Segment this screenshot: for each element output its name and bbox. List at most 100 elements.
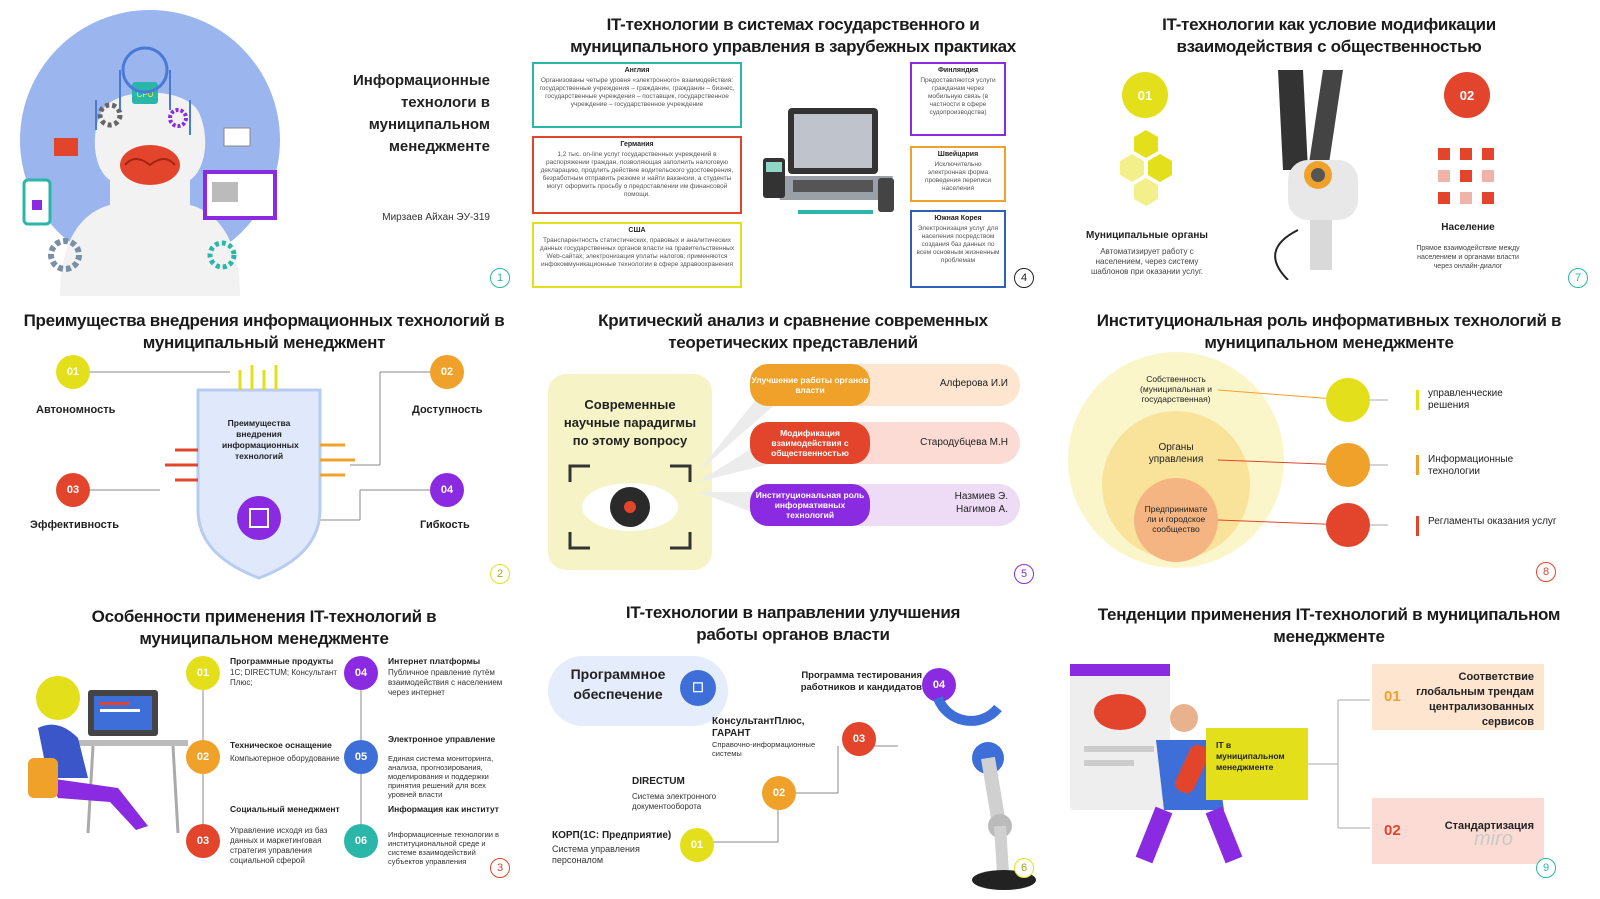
feature-01-circle: 01: [186, 656, 220, 690]
feature-6-text: Информационные технологии в институциона…: [388, 830, 500, 866]
robot-arm-icon: [933, 696, 1036, 890]
paradigm-label: Современные научные парадигмы по этому в…: [563, 397, 697, 448]
outer-circle-label: Собственность (муниципальная и государст…: [1140, 374, 1212, 404]
step-1-head: КОРП(1С: Предприятие): [552, 830, 672, 841]
advantage-accessibility: Доступность: [412, 404, 483, 416]
software-icon: ☐: [680, 670, 716, 706]
england-text: Организованы четыре уровня «электронного…: [539, 77, 735, 108]
feature-06-circle: 06: [344, 824, 378, 858]
shield-center-label: Преимущества внедрения информационных те…: [222, 418, 299, 461]
slide-1-title: Информационные технологи в муниципальном…: [352, 72, 490, 155]
municipal-heading: Муниципальные органы: [1086, 230, 1208, 241]
step-3-head: КонсультантПлюс, ГАРАНТ: [712, 716, 805, 739]
germany-box: Германия 1,2 тыс. on-line услуг государс…: [532, 136, 742, 214]
slide-1[interactable]: CPU Информационные технологи в муниципал…: [0, 0, 528, 296]
feature-3-head: Социальный менеджмент: [230, 804, 340, 814]
feature-2-text: Компьютерное оборудование: [230, 754, 340, 763]
advantage-02-circle: 02: [430, 355, 464, 389]
slide-number: 4: [1014, 268, 1034, 288]
usa-box: США Транспарентность статистических, пра…: [532, 222, 742, 288]
slide-9-title: Тенденции применения IT-технологий в мун…: [1097, 605, 1561, 646]
step-03-circle: 03: [842, 722, 876, 756]
advantage-efficiency: Эффективность: [30, 519, 119, 531]
trend-2-box: [1372, 798, 1544, 864]
inner-circle-label: Предпринимате ли и городское сообщество: [1144, 504, 1208, 534]
feature-4-head: Интернет платформы: [388, 656, 481, 666]
slide-8[interactable]: Институциональная роль информативных тех…: [1058, 300, 1600, 594]
step-01-circle: 01: [1122, 72, 1168, 118]
advantage-autonomy: Автономность: [36, 404, 116, 416]
step-02-circle: 02: [1444, 72, 1490, 118]
slide-2[interactable]: Преимущества внедрения информационных те…: [0, 300, 528, 594]
it-center-box: [1206, 728, 1308, 800]
author-1: Алферова И.И: [939, 378, 1008, 389]
slide-5[interactable]: Критический анализ и сравнение современн…: [528, 300, 1058, 594]
step-1-text: Система управления персоналом: [552, 844, 640, 865]
slide-number: 9: [1536, 858, 1556, 878]
feature-02-circle: 02: [186, 740, 220, 774]
korea-box: Южная Корея Электронизация услуг для нас…: [910, 210, 1006, 288]
feature-connector-lines: [202, 690, 362, 824]
feature-5-text: Единая система мониторинга, анализа, про…: [388, 754, 494, 799]
author-2: Стародубцева М.Н: [920, 437, 1008, 448]
paradigm-pill-2: Модификация взаимодействия с общественно…: [750, 422, 870, 464]
korea-head: Южная Корея: [934, 215, 982, 222]
trend-connector-lines: [1308, 699, 1370, 829]
step-02-circle: 02: [762, 776, 796, 810]
author-3: Назмиев Э. Нагимов А.: [954, 491, 1008, 515]
slide-3[interactable]: Особенности применения IT-технологий в м…: [0, 598, 528, 899]
germany-head: Германия: [620, 141, 654, 148]
england-head: Англия: [624, 67, 650, 74]
feature-4-text: Публичное правление путём взаимодействия…: [388, 668, 503, 697]
slide-4[interactable]: IT-технологии в системах государственног…: [528, 0, 1058, 296]
paradigm-panel: [548, 374, 712, 570]
slide-6[interactable]: IT-технологии в направлении улучшения ра…: [528, 598, 1058, 899]
nested-circles-diagram: [1068, 352, 1419, 568]
trend-1-number: 01: [1384, 688, 1401, 705]
advantage-01-circle: 01: [56, 355, 90, 389]
step-04-circle: 04: [922, 668, 956, 702]
slide-number: 2: [490, 564, 510, 584]
feature-1-head: Программные продукты: [230, 656, 334, 666]
finland-box: Финляндия Предоставляются услуги граждан…: [910, 62, 1006, 136]
step-2-head: DIRECTUM: [632, 776, 685, 787]
feature-6-head: Информация как институт: [388, 804, 499, 814]
korea-text: Электронизация услуг для населения посре…: [916, 225, 1000, 264]
switzerland-head: Швейцария: [937, 151, 979, 158]
author-label: Мирзаев Айхан ЭУ-319: [382, 212, 490, 223]
trend-2-text: Стандартизация: [1444, 820, 1534, 832]
software-badge-label: Программное обеспечение: [570, 666, 666, 702]
trend-1-box: [1372, 664, 1544, 730]
population-heading: Население: [1441, 222, 1495, 233]
person-at-computer-illustration: [28, 676, 188, 834]
it-center-label: IT в муниципальном менеджменте: [1216, 740, 1285, 772]
grid-squares-icon: [1438, 148, 1494, 204]
slide-number: 8: [1536, 562, 1556, 582]
germany-text: 1,2 тыс. on-line услуг государственных у…: [540, 151, 734, 198]
usa-head: США: [628, 227, 646, 234]
usa-text: Транспарентность статистических, правовы…: [539, 237, 735, 268]
hexagons-icon: [1120, 130, 1172, 206]
slide-3-title: Особенности применения IT-технологий в м…: [91, 607, 437, 648]
trend-1-text: Соответствие глобальным трендам централи…: [1416, 671, 1534, 728]
step-3-text: Справочно-информационные системы: [712, 740, 816, 758]
slide-9[interactable]: Тенденции применения IT-технологий в мун…: [1058, 598, 1600, 899]
slide-number: 3: [490, 858, 510, 878]
slide-2-title: Преимущества внедрения информационных те…: [23, 311, 505, 352]
slide-5-title: Критический анализ и сравнение современн…: [598, 311, 988, 352]
slide-8-title: Институциональная роль информативных тех…: [1096, 311, 1562, 352]
feature-3-text: Управление исходя из баз данных и маркет…: [230, 826, 328, 865]
switzerland-text: Исключительно электронная форма проведен…: [925, 161, 991, 192]
brain-head-illustration: CPU: [20, 10, 280, 296]
feature-1-text: 1С; DIRECTUM; Консультант Плюс;: [230, 668, 338, 687]
england-box: Англия Организованы четыре уровня «элект…: [532, 62, 742, 128]
slide-7[interactable]: IT-технологии как условие модификации вз…: [1058, 0, 1600, 296]
slide-number: 1: [490, 268, 510, 288]
eye-scan-icon: [568, 464, 692, 550]
slide-number: 6: [1014, 858, 1034, 878]
robot-hand-icon: [1274, 70, 1358, 280]
cpu-label: CPU: [137, 90, 154, 99]
person-with-brain-illustration: [1070, 664, 1243, 864]
feature-03-circle: 03: [186, 824, 220, 858]
finland-text: Предоставляются услуги гражданам через м…: [920, 77, 996, 116]
